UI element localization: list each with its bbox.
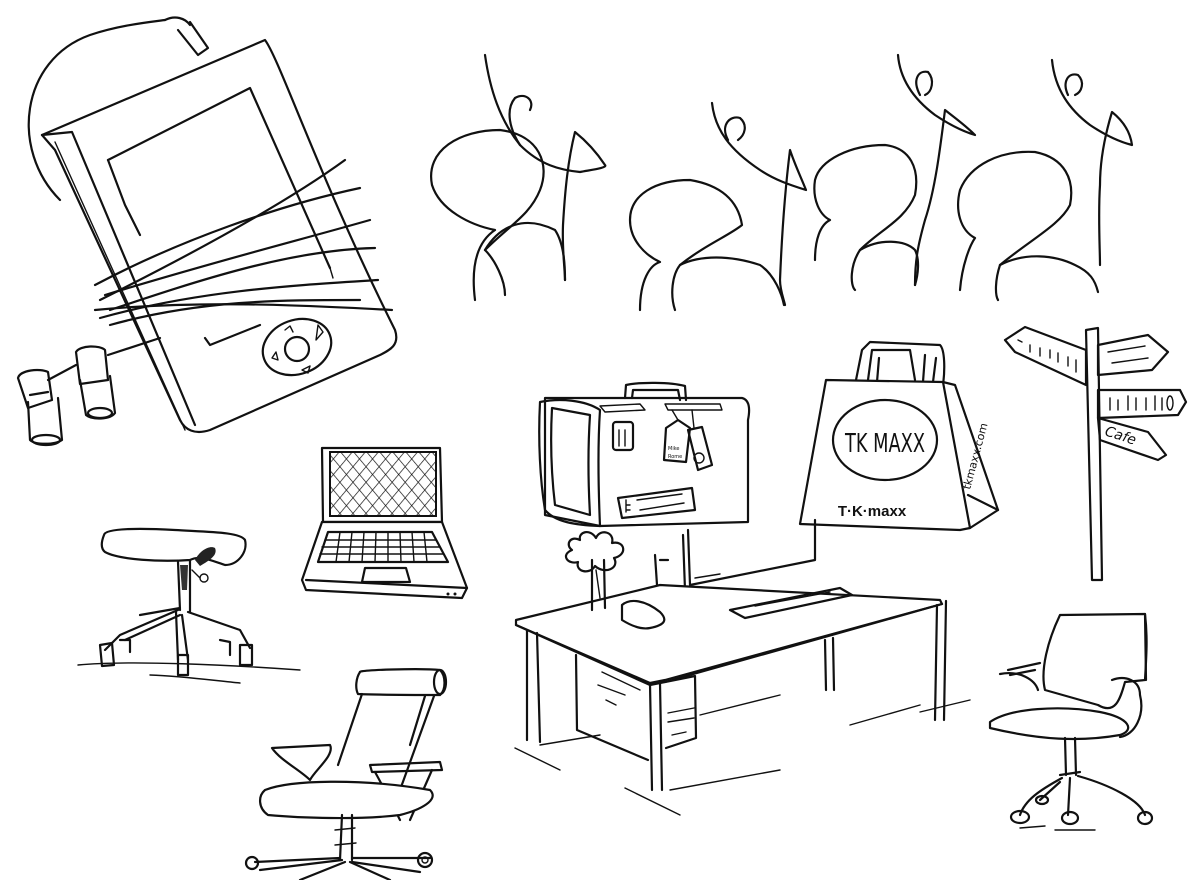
- bag-logo-text: TK MAXX: [844, 429, 925, 459]
- desk: [514, 518, 971, 816]
- lounge-chair: [244, 668, 448, 880]
- svg-text:Mike: Mike: [668, 446, 680, 452]
- tablet-device: [16, 16, 398, 447]
- signpost: Cafe: [1003, 325, 1188, 582]
- bag-bottom-text: T·K·maxx: [838, 503, 907, 520]
- dancing-figures: [430, 53, 1134, 312]
- svg-text:Rome: Rome: [668, 454, 682, 460]
- suitcase: Mike Rome: [538, 381, 751, 528]
- saddle-stool: [77, 527, 301, 684]
- lens-caps: [16, 336, 162, 447]
- office-chair: [988, 612, 1154, 831]
- shopping-bag: TK MAXX T·K·maxx tkmaxx.com: [798, 340, 1000, 532]
- desk-plant: [564, 531, 625, 612]
- bag-side-text: tkmaxx.com: [960, 422, 990, 491]
- laptop: [300, 446, 469, 600]
